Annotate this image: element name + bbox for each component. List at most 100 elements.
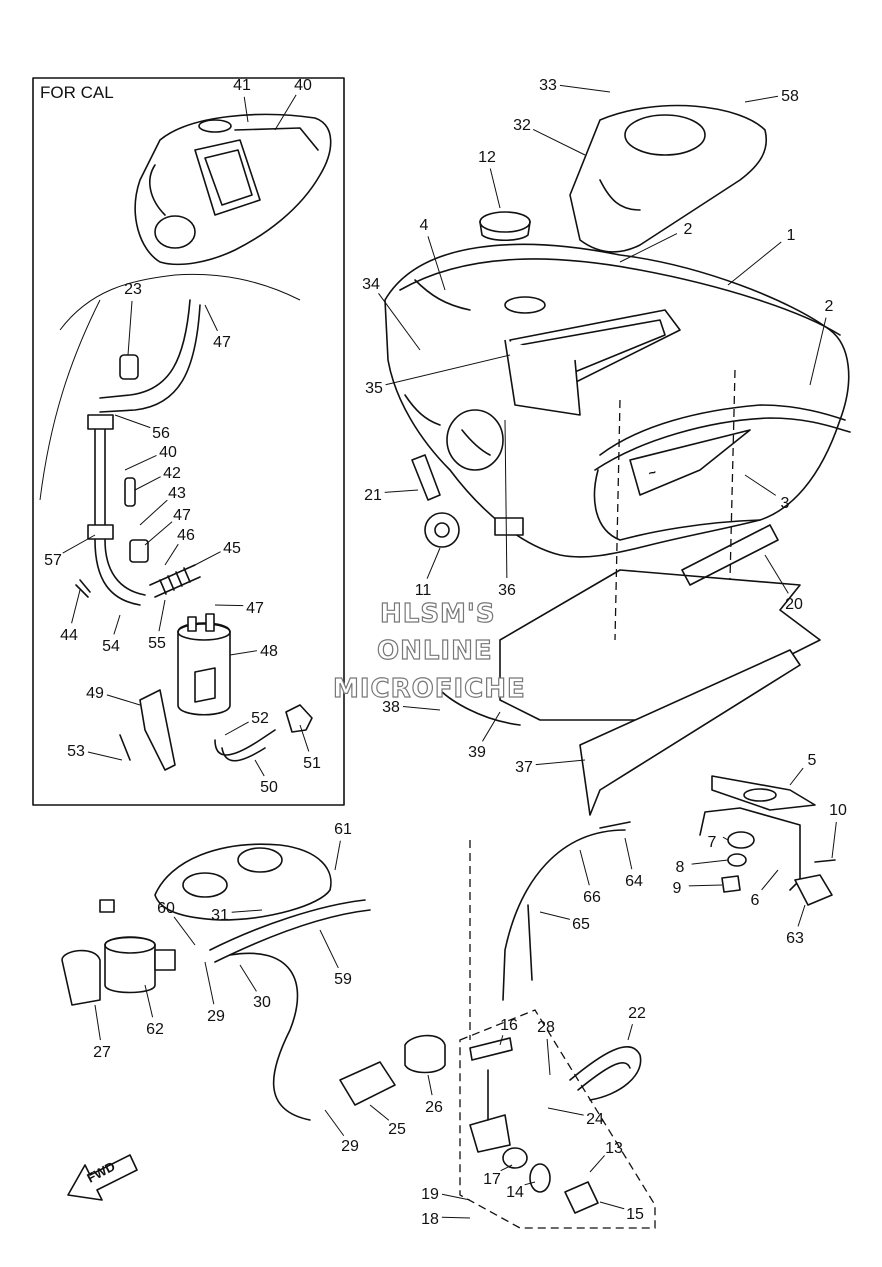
tank-dashed-line-1	[614, 399, 621, 641]
svg-text:ONLINE: ONLINE	[377, 636, 493, 666]
callout-leader-31	[231, 909, 263, 913]
callout-14: 14	[506, 1184, 524, 1201]
hose-59	[209, 899, 366, 951]
inset-hose-50-inner	[221, 747, 266, 762]
callout-leader-13	[589, 1155, 605, 1173]
callout-leader-22	[627, 1023, 633, 1041]
callout-59: 59	[334, 971, 352, 988]
callout-leader-19	[441, 1193, 471, 1201]
callout-13: 13	[605, 1140, 623, 1157]
cable-tie-65	[527, 904, 533, 981]
callout-29: 29	[341, 1138, 359, 1155]
inset-bolt-53	[119, 734, 131, 761]
callout-47: 47	[246, 600, 264, 617]
callout-leader-56	[114, 414, 151, 429]
callout-33: 33	[539, 77, 557, 94]
callout-leader-20	[764, 554, 789, 594]
callout-25: 25	[388, 1121, 406, 1138]
callout-leader-40	[124, 455, 157, 471]
svg-text:MICROFICHE: MICROFICHE	[333, 674, 526, 704]
tank-underpanels	[439, 569, 821, 816]
callout-leader-37	[535, 759, 586, 766]
callout-40: 40	[159, 444, 177, 461]
callout-45: 45	[223, 540, 241, 557]
callout-leader-42	[134, 476, 161, 491]
callout-leader-17	[500, 1164, 513, 1172]
callout-leader-64	[624, 837, 633, 870]
callout-leader-65	[539, 911, 571, 920]
callout-4: 4	[420, 217, 429, 234]
callout-31: 31	[211, 907, 229, 924]
callout-37: 37	[515, 759, 533, 776]
callout-leader-4	[427, 236, 446, 291]
callout-leader-16	[499, 1035, 504, 1046]
callout-38: 38	[382, 699, 400, 716]
callout-leader-29	[324, 1109, 345, 1137]
choke-cable	[502, 829, 626, 1001]
callout-24: 24	[586, 1111, 604, 1128]
callout-21: 21	[364, 487, 382, 504]
callout-8: 8	[676, 859, 685, 876]
callout-leader-49	[106, 694, 141, 706]
callout-22: 22	[628, 1005, 646, 1022]
callout-leader-18	[441, 1216, 471, 1219]
hose-21	[411, 454, 441, 501]
callout-10: 10	[829, 802, 847, 819]
callout-leader-3	[744, 474, 777, 496]
inset-hose-50	[214, 729, 276, 756]
callout-leader-62	[144, 984, 154, 1018]
callout-32: 32	[513, 117, 531, 134]
callout-leader-1	[727, 241, 782, 286]
callout-leader-51	[299, 724, 310, 752]
callout-57: 57	[44, 552, 62, 569]
callout-leader-33	[559, 84, 611, 93]
choke-plunger	[599, 821, 631, 829]
callout-leader-41	[243, 96, 249, 123]
inset-title: FOR CAL	[40, 83, 114, 102]
callout-26: 26	[425, 1099, 443, 1116]
callout-leader-40	[274, 94, 297, 131]
hose-22	[569, 1046, 642, 1101]
callout-11: 11	[415, 582, 432, 599]
callout-1: 1	[787, 227, 796, 244]
callout-leader-30	[239, 964, 257, 992]
callout-52: 52	[251, 710, 269, 727]
callout-3: 3	[781, 495, 790, 512]
california-inset-frame	[32, 77, 345, 806]
callout-leader-21	[384, 489, 419, 493]
callout-27: 27	[93, 1044, 111, 1061]
callout-7: 7	[708, 834, 717, 851]
callout-leader-28	[546, 1038, 551, 1076]
inset-clamp-51	[285, 704, 313, 733]
callout-leader-55	[158, 599, 166, 632]
callout-leader-66	[579, 849, 590, 886]
callout-55: 55	[148, 635, 166, 652]
forward-arrow-icon: FWD	[67, 1154, 138, 1201]
callout-leader-50	[254, 759, 265, 777]
tank-dashed-line-2	[729, 369, 736, 581]
callout-56: 56	[152, 425, 170, 442]
callout-34: 34	[362, 276, 380, 293]
callout-36: 36	[498, 582, 516, 599]
hose-30	[229, 952, 311, 1121]
inset-canister	[177, 613, 231, 716]
callout-15: 15	[626, 1206, 644, 1223]
callout-leader-57	[62, 534, 96, 554]
svg-text:HLSM'S: HLSM'S	[380, 599, 496, 629]
watermark: HLSM'S ONLINE MICROFICHE	[332, 598, 526, 704]
callout-63: 63	[786, 930, 804, 947]
callout-54: 54	[102, 638, 120, 655]
inset-bracket	[139, 689, 176, 771]
callout-leader-7	[722, 836, 729, 841]
callout-leader-11	[426, 547, 441, 579]
callout-leader-47	[204, 304, 218, 332]
callout-61: 61	[334, 821, 352, 838]
callout-leader-39	[482, 711, 501, 742]
callout-28: 28	[537, 1019, 555, 1036]
callout-leader-52	[224, 721, 249, 736]
callout-leader-27	[94, 1004, 101, 1041]
airbox-section	[154, 843, 332, 921]
callout-leader-46	[164, 543, 179, 566]
callout-leader-44	[71, 589, 81, 624]
callout-leader-34	[378, 293, 421, 351]
